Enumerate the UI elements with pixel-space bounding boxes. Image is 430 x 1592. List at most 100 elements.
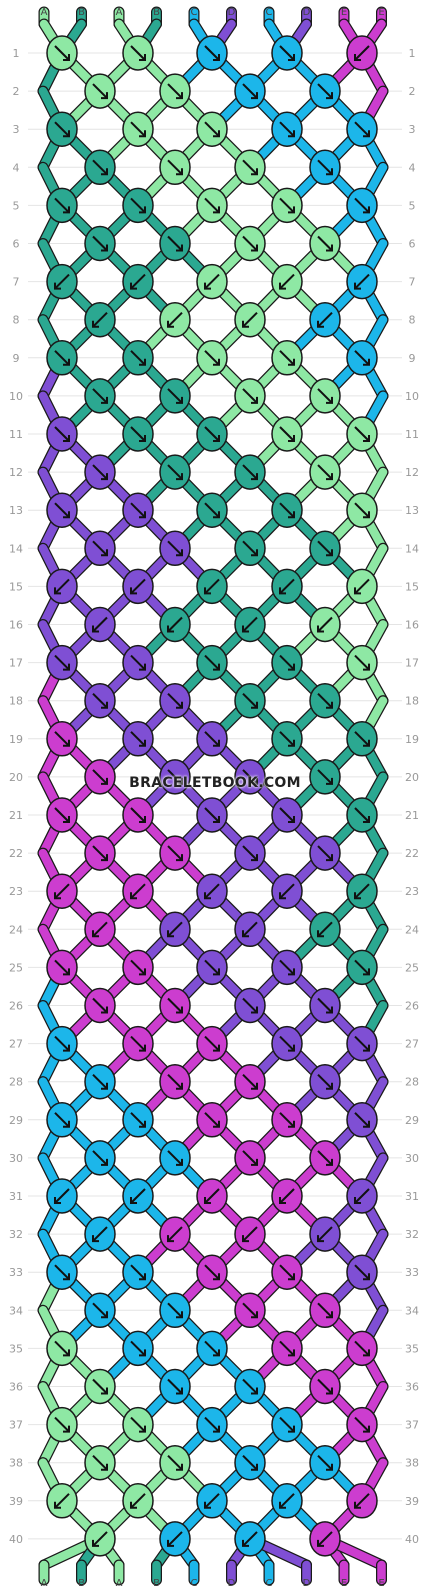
arrow-icon [101, 473, 108, 481]
arrow-icon [176, 701, 183, 709]
knot-arrow-shaft [317, 616, 333, 633]
knot-arrow-shaft [279, 350, 295, 366]
knot [122, 721, 154, 757]
knot-arrow-shaft [279, 502, 295, 518]
arrow-icon [101, 1006, 108, 1014]
row-number-right: 30 [405, 1152, 419, 1165]
row-number-left: 5 [13, 199, 20, 212]
row-number-left: 6 [13, 238, 20, 251]
knot-arrow-shaft [354, 1416, 370, 1433]
arrow-icon [251, 854, 258, 862]
knot-arrow-shaft [204, 426, 220, 442]
knot [122, 1483, 154, 1519]
knot [346, 111, 378, 147]
knot [271, 263, 303, 300]
knot [159, 1368, 191, 1405]
arrow-icon [326, 473, 333, 481]
row-number-left: 3 [13, 123, 20, 136]
knot [271, 1330, 303, 1367]
knot [196, 187, 228, 224]
knot-arrow-shaft [130, 1493, 146, 1509]
arrow-icon [92, 625, 99, 633]
arrow-icon [251, 1311, 258, 1319]
knot-arrow-shaft [167, 692, 183, 709]
knot [46, 1254, 78, 1290]
knot-arrow-shaft [242, 1454, 258, 1471]
arrow-icon [92, 1539, 99, 1547]
arrow-icon [326, 1158, 333, 1166]
knot [234, 911, 266, 948]
knot-arrow-shaft [204, 121, 220, 137]
knot [271, 35, 303, 71]
knot [122, 492, 154, 528]
row-number-right: 12 [405, 466, 419, 479]
knot-arrow-shaft [204, 1340, 220, 1357]
row-number-left: 18 [9, 695, 23, 708]
knot [309, 1063, 341, 1100]
knot-arrow-shaft [130, 883, 146, 899]
knot [196, 1483, 228, 1519]
knot [346, 949, 378, 986]
row-number-left: 31 [9, 1190, 23, 1203]
knot-arrow-shaft [92, 1073, 108, 1090]
knot [271, 416, 303, 452]
arrow-icon [101, 854, 108, 862]
knot [84, 1063, 116, 1100]
row-number-left: 12 [9, 466, 23, 479]
knot [196, 721, 228, 757]
arrow-icon [101, 168, 108, 176]
arrow-icon [363, 1044, 370, 1052]
row-number-left: 30 [9, 1152, 23, 1165]
arrow-icon [54, 892, 61, 900]
knot-arrow-shaft [354, 1188, 370, 1204]
knot [122, 35, 154, 71]
knot [346, 263, 378, 300]
knot [46, 949, 78, 986]
knot-arrow-shaft [242, 845, 258, 861]
row-number-left: 16 [9, 619, 23, 632]
row-number-left: 1 [13, 47, 20, 60]
knot-arrow-shaft [242, 235, 258, 252]
row-number-right: 38 [405, 1457, 419, 1470]
knot [46, 1178, 78, 1214]
row-number-right: 9 [409, 352, 416, 365]
arrow-icon [130, 1197, 137, 1204]
knot [122, 1102, 154, 1138]
knot [46, 187, 78, 224]
knot-arrow-shaft [130, 1416, 146, 1433]
knot [46, 568, 78, 605]
row-number-left: 32 [9, 1228, 23, 1241]
row-number-left: 33 [9, 1266, 23, 1279]
arrow-icon [213, 816, 220, 823]
knot-arrow-shaft [204, 883, 220, 899]
knot [309, 530, 341, 567]
knot [234, 301, 266, 338]
knot [234, 73, 266, 109]
knot [346, 1254, 378, 1290]
knot-arrow-shaft [317, 311, 333, 328]
arrow-icon [176, 168, 183, 176]
row-number-left: 37 [9, 1419, 23, 1432]
knot [271, 187, 303, 224]
knot [271, 568, 303, 605]
row-number-right: 14 [405, 542, 419, 555]
knot-arrow-shaft [279, 1112, 295, 1128]
arrow-icon [176, 396, 183, 404]
arrow-icon [354, 282, 361, 290]
knot-arrow-shaft [317, 692, 333, 709]
row-number-right: 35 [405, 1342, 419, 1355]
arrow-icon [92, 1235, 99, 1243]
knot-arrow-shaft [204, 1112, 220, 1128]
knot-arrow-shaft [92, 388, 108, 404]
arrow-icon [176, 244, 183, 252]
knot-arrow-shaft [130, 273, 146, 290]
knot [234, 1521, 266, 1557]
arrow-icon [363, 1425, 370, 1433]
knot [196, 949, 228, 986]
arrow-icon [101, 244, 108, 252]
knot [159, 378, 191, 414]
arrow-icon [204, 587, 211, 595]
knot [84, 987, 116, 1024]
knot-arrow-shaft [354, 959, 370, 976]
